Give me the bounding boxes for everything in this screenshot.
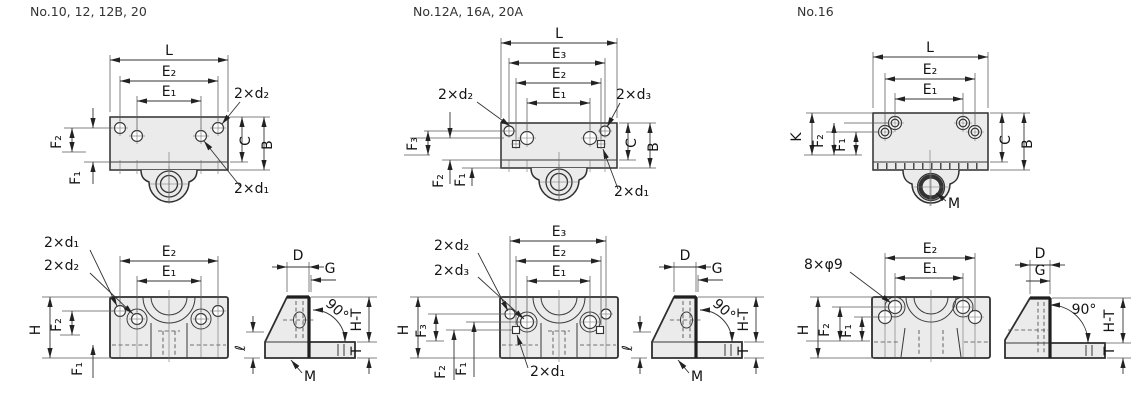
dim-label-H: H [396,325,412,336]
dim-label-F1: F₁ [453,173,469,187]
callout-2xd1: 2×d₁ [234,181,269,197]
dim-label-C: C [998,135,1014,145]
dim-label-F2: F₂ [811,134,827,148]
dim-label-E1-front: E₁ [923,261,937,277]
dim-label-HT: H-T [1102,309,1118,332]
callout-2xd1-front: 2×d₁ [530,364,565,380]
dim-label-H: H [796,325,812,336]
dim-label-L: L [165,43,173,59]
drawing-title-1: No.10, 12, 12B, 20 [30,4,147,19]
dim-label-F2-front: F₂ [49,318,65,332]
dim-label-B: B [646,142,662,152]
group1-front-holes [112,303,226,327]
dim-label-F2-front: F₂ [433,365,449,379]
callout-2xd3-front: 2×d₃ [434,263,469,279]
dim-label-E2-front: E₂ [162,244,176,260]
callout-2xd2: 2×d₂ [438,87,473,103]
dim-label-T: T [736,346,752,356]
dim-label-D: D [293,248,304,264]
dim-label-HT: H-T [736,308,752,331]
drawing-title-2: No.12A, 16A, 20A [413,4,523,19]
dim-label-D: D [1035,246,1046,262]
dim-label-F1: F₁ [833,138,849,152]
dim-label-E3: E₃ [552,46,566,62]
dim-label-F2-front: F₂ [817,323,833,337]
dim-label-B: B [1020,139,1036,149]
dim-label-M: M [691,369,703,385]
group1-top-holes [112,120,226,144]
drawing-group-1: No.10, 12, 12B, 20 L E₂ E₁ C B F₂ F₁ [28,4,377,385]
callout-2xd3: 2×d₃ [616,87,651,103]
dim-label-E1-front: E₁ [162,264,176,280]
group3-top-holes [876,114,984,141]
dim-label-E3-front: E₃ [552,224,566,240]
callout-2xd2-front: 2×d₂ [434,238,469,254]
drawing-title-3: No.16 [797,4,834,19]
callout-8xphi9: 8×φ9 [804,257,843,273]
dim-label-L: L [926,40,934,56]
group3-top-view: L E₂ E₁ C B K F₂ F₁ M [789,40,1036,212]
dim-label-K: K [789,132,805,142]
dim-label-H: H [28,325,44,336]
group2-front-view: E₃ E₂ E₁ H F₃ F₂ F₁ 2×d₂ 2×d₃ 2×d₁ [396,224,619,380]
dim-label-T: T [349,346,365,356]
dim-label-F2: F₂ [431,174,447,188]
callout-M: M [948,196,960,212]
dim-label-L: L [555,26,563,42]
group3-front-view: E₂ E₁ H F₂ F₁ 8×φ9 [796,241,991,362]
group3-front-holes [876,298,984,326]
dim-label-T: T [1102,346,1118,356]
dim-label-F3: F₃ [405,137,421,151]
dim-label-E1-front: E₁ [552,264,566,280]
dim-label-l: ℓ [620,345,636,352]
dim-label-F3-front: F₃ [414,324,430,338]
dim-label-F1-front: F₁ [839,324,855,338]
dim-label-E2: E₂ [923,62,937,78]
callout-2xd1-front: 2×d₁ [44,235,79,251]
group1-top-view: L E₂ E₁ C B F₂ F₁ 2×d₂ 2×d₁ [49,43,276,204]
group3-side-view: D G 90° H-T T [1004,246,1131,374]
dim-label-E2: E₂ [162,64,176,80]
dim-label-B: B [260,140,276,150]
dim-label-HT: H-T [349,308,365,331]
callout-2xd2-front: 2×d₂ [44,258,79,274]
callout-2xd2: 2×d₂ [234,86,269,102]
dim-label-D: D [680,248,691,264]
dim-label-E1: E₁ [162,84,176,100]
dim-label-90deg: 90° [1072,302,1097,318]
dim-label-G: G [712,261,723,277]
dim-label-F1-front: F₁ [454,362,470,376]
group2-side-view: D G 90° H-T T ℓ M [620,248,764,385]
group2-top-holes [502,124,612,149]
dim-label-E2-front: E₂ [552,244,566,260]
group1-front-view: E₂ E₁ H F₂ F₁ 2×d₁ 2×d₂ [28,235,229,378]
dim-label-90deg: 90° [709,296,738,325]
drawing-group-2: No.12A, 16A, 20A L E₃ E₂ E₁ C B F [396,4,764,385]
dim-label-E2: E₂ [552,66,566,82]
dim-label-F1: F₁ [68,171,84,185]
dim-label-E1: E₁ [552,86,566,102]
dim-label-C: C [624,138,640,148]
dim-label-E2-front: E₂ [923,241,937,257]
dim-label-G: G [1035,263,1046,279]
group2-top-view: L E₃ E₂ E₁ C B F₃ F₂ F₁ 2×d₂ 2×d₃ 2×d₁ [404,26,662,202]
dim-label-C: C [238,136,254,146]
dim-label-M: M [304,369,316,385]
group1-side-view: D G 90° H-T T ℓ M [233,248,377,385]
dim-label-F1-front: F₁ [70,362,86,376]
drawing-group-3: No.16 L E₂ E₁ C B K F₂ F₁ M [789,4,1131,374]
dim-label-90deg: 90° [322,296,351,325]
dim-label-F2: F₂ [49,135,65,149]
dim-label-l: ℓ [233,345,249,352]
dim-label-E1: E₁ [923,82,937,98]
dim-label-G: G [325,261,336,277]
callout-2xd1: 2×d₁ [614,184,649,200]
